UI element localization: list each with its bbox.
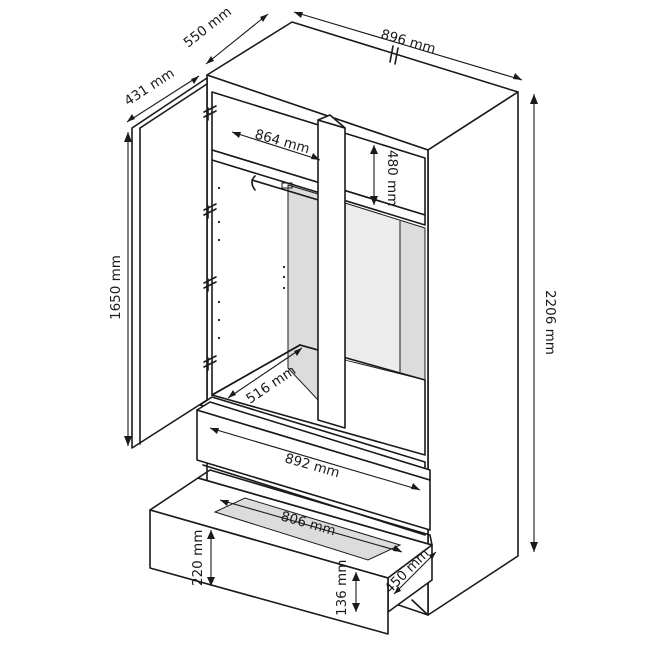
arrowhead <box>311 153 320 160</box>
label-drawer-height: 220 mm <box>190 530 206 586</box>
shelf-pin-holes <box>217 186 286 340</box>
dim-line-drawer-depth <box>393 551 437 595</box>
drawers <box>149 401 433 635</box>
door-top-line <box>139 83 208 129</box>
dim-line-inner-depth <box>227 347 303 399</box>
arrowhead <box>228 390 236 398</box>
dim-line-door-depth <box>126 75 200 123</box>
arrowhead <box>124 436 132 446</box>
arrowhead <box>352 572 360 581</box>
label-drawer-inner-height: 136 mm <box>334 560 350 616</box>
arrowhead <box>370 145 378 154</box>
hinge-icon <box>203 105 217 121</box>
vertical-divider <box>317 114 346 429</box>
label-upper-height: 480 mm <box>384 150 400 206</box>
arrowhead <box>260 14 268 22</box>
label-door-height: 1650 mm <box>108 255 124 320</box>
drawer-back-rim <box>197 469 433 546</box>
divider-front <box>317 119 346 429</box>
arrowhead <box>207 530 215 539</box>
arrowhead <box>124 132 132 142</box>
rail-bracket-icon <box>251 175 256 191</box>
label-total-height: 2206 mm <box>542 290 558 355</box>
arrowhead <box>127 114 135 122</box>
base-edge <box>411 599 429 616</box>
floor-edge-back <box>299 344 319 351</box>
arrowhead <box>206 56 214 64</box>
open-drawer-front <box>149 509 389 635</box>
arrowhead <box>530 94 538 104</box>
arrowhead <box>207 577 215 586</box>
floor-edge-left <box>211 344 301 396</box>
divider-top <box>317 114 346 129</box>
arrowhead <box>370 196 378 205</box>
arrowhead <box>220 500 229 506</box>
arrowhead <box>530 542 538 552</box>
arrowhead <box>411 483 420 490</box>
hanging-rail <box>251 179 326 203</box>
arrowhead <box>394 586 401 594</box>
arrowhead <box>393 545 402 552</box>
hinge-icon <box>203 203 217 219</box>
open-drawer-bottom <box>213 497 402 561</box>
arrowhead <box>232 132 241 138</box>
dim-line-side-depth <box>205 13 269 65</box>
label-side-depth: 550 mm <box>181 4 235 51</box>
dim-line-drawer-inner-width <box>219 499 403 553</box>
hinge-icon <box>203 355 217 371</box>
arrowhead <box>294 12 303 18</box>
dim-line-total-width <box>293 11 523 81</box>
arrowhead <box>210 428 219 434</box>
arrowhead <box>513 73 522 80</box>
dimension-lines <box>124 11 538 612</box>
open-door <box>131 77 286 449</box>
door-panel <box>131 77 208 449</box>
dim-line-inner-width <box>231 131 321 161</box>
arrowhead <box>429 552 436 560</box>
rail-clip <box>281 182 293 189</box>
arrowhead <box>191 76 199 84</box>
upper-drawer-top <box>196 401 431 481</box>
arrowhead <box>294 348 302 356</box>
hanger-hook-icon <box>389 45 399 65</box>
hinge-icon <box>203 276 217 292</box>
back-panel-highlight <box>346 204 400 372</box>
dim-line-drawer-width <box>209 427 421 491</box>
arrowhead <box>352 603 360 612</box>
cabinet-right-side <box>427 91 519 616</box>
